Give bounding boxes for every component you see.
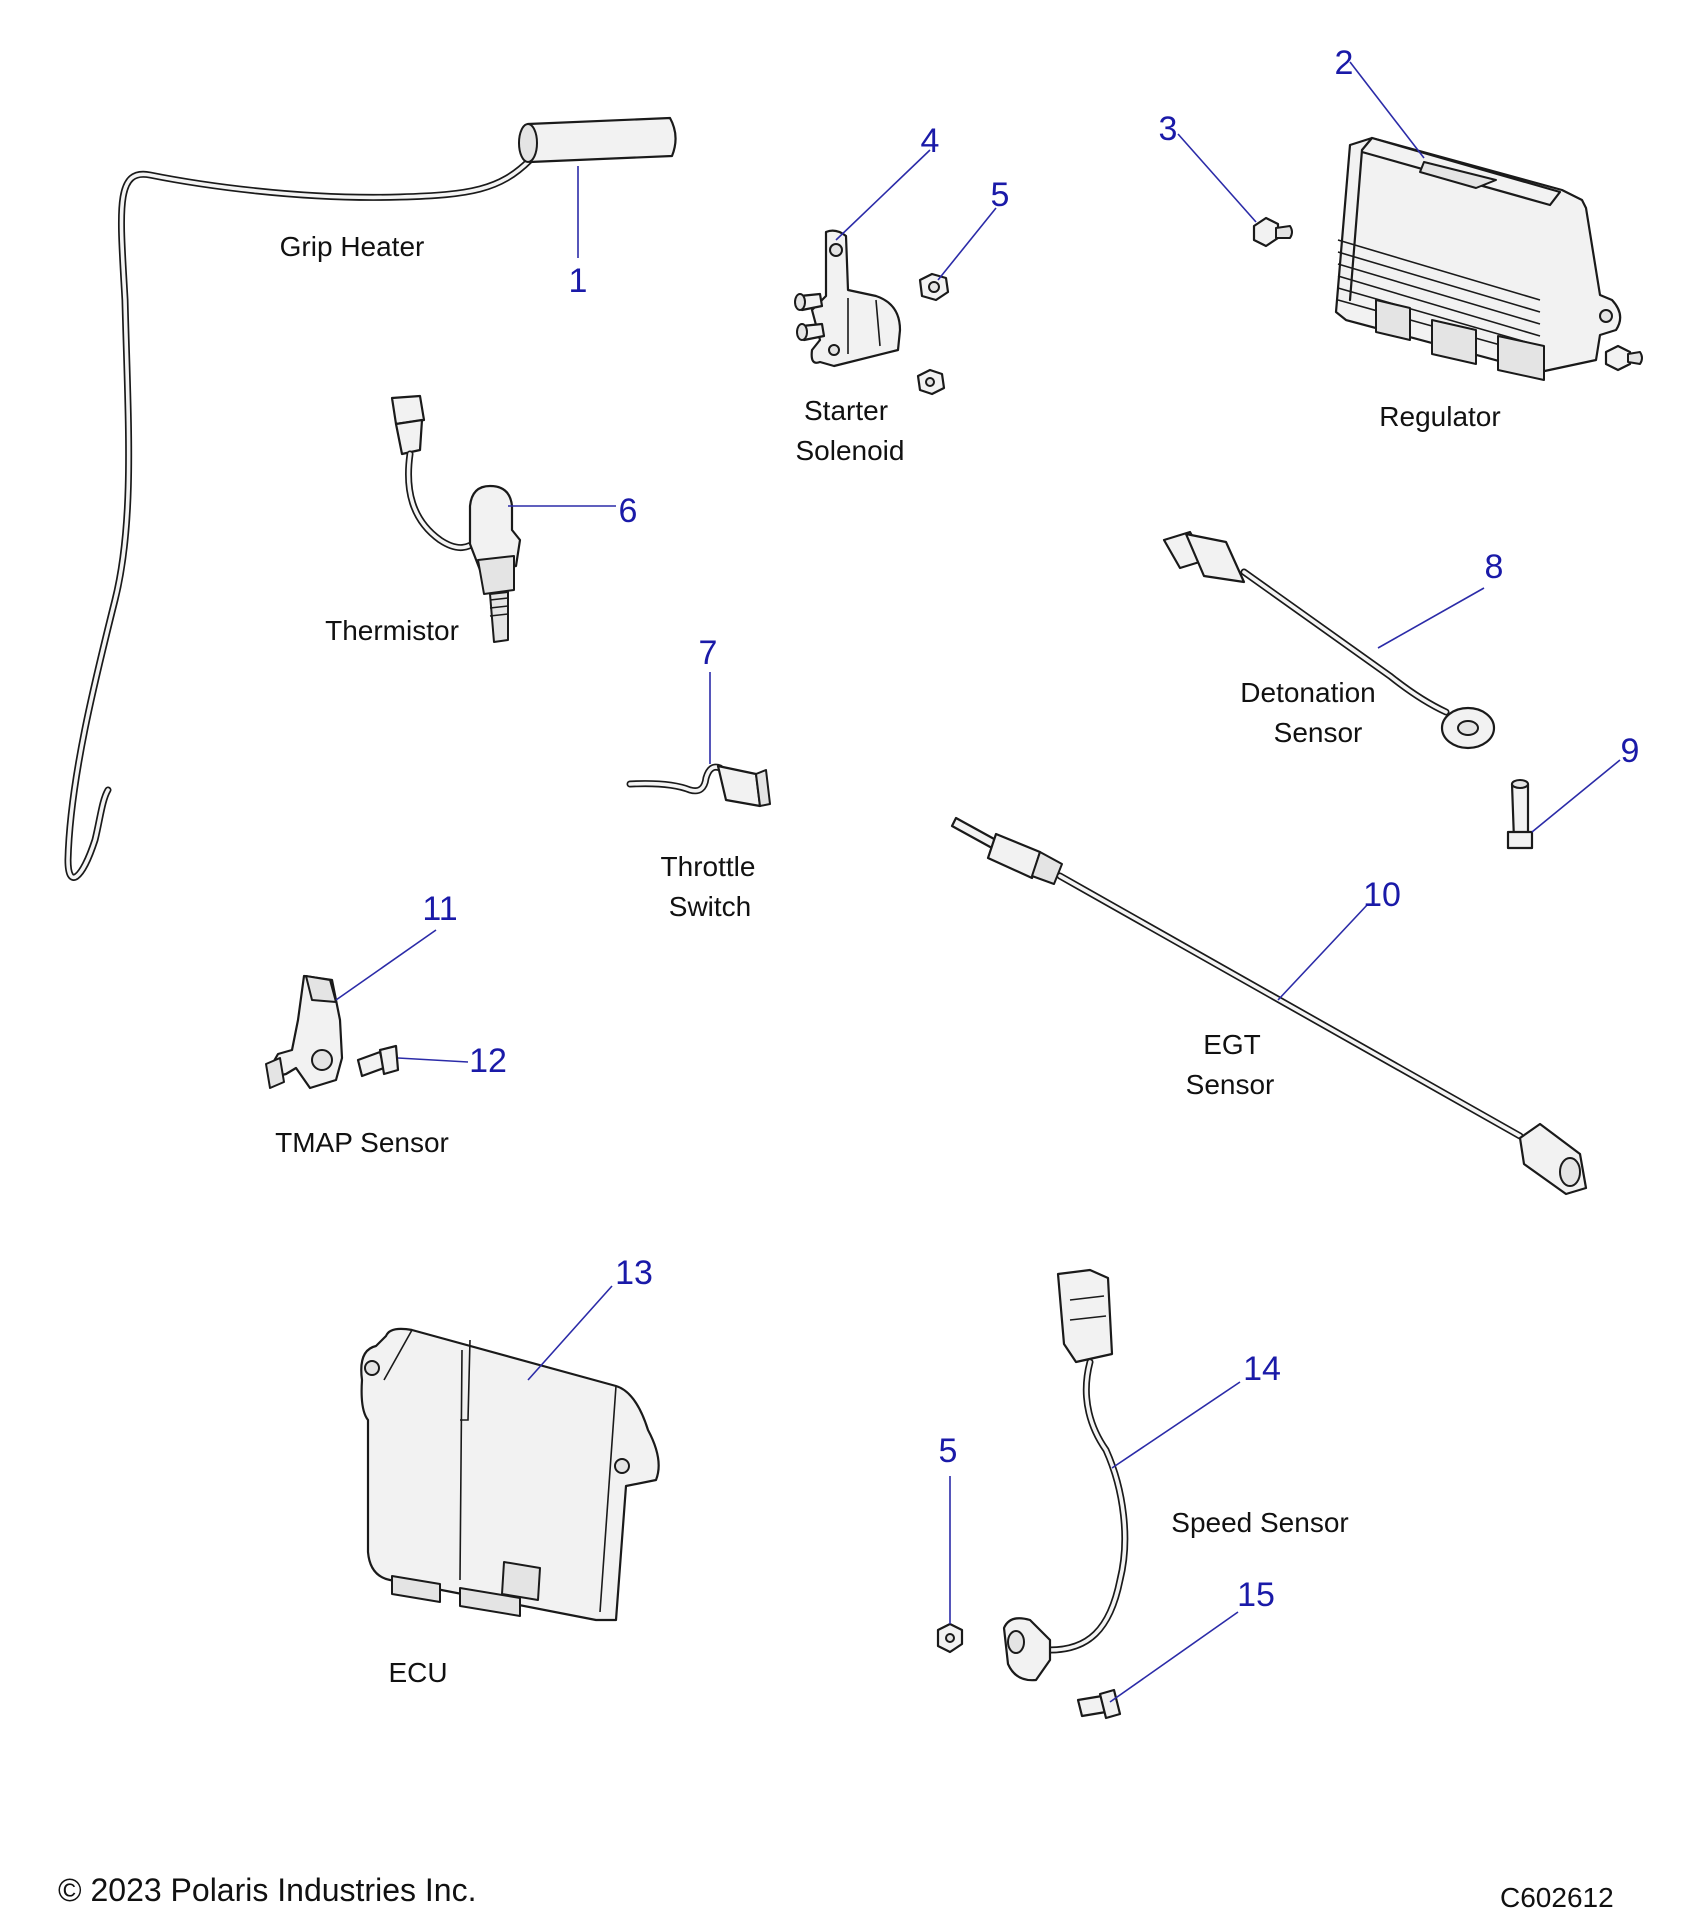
label-grip-heater: Grip Heater bbox=[280, 231, 425, 262]
callout-9: 9 bbox=[1621, 732, 1640, 770]
thermistor-part bbox=[390, 394, 522, 643]
screw-3-part bbox=[1252, 216, 1293, 248]
callout-2: 2 bbox=[1335, 44, 1354, 82]
tmap-sensor-part bbox=[265, 974, 344, 1090]
callout-12: 12 bbox=[469, 1042, 507, 1080]
ecu-part bbox=[360, 1327, 660, 1622]
nut-5b-part bbox=[936, 1622, 964, 1654]
leader-5 bbox=[937, 207, 997, 281]
callout-6: 6 bbox=[619, 492, 638, 530]
drawing-number: C602612 bbox=[1500, 1882, 1614, 1913]
label-regulator: Regulator bbox=[1379, 401, 1500, 432]
callout-5b: 5 bbox=[939, 1432, 958, 1470]
regulator-screw-part bbox=[1604, 344, 1643, 372]
callout-4: 4 bbox=[921, 122, 940, 160]
copyright-notice: © 2023 Polaris Industries Inc. bbox=[58, 1872, 477, 1908]
leader-14 bbox=[1111, 1381, 1241, 1469]
leader-11 bbox=[335, 929, 437, 1001]
leader-4 bbox=[835, 149, 931, 241]
speed-sensor-part bbox=[1002, 1268, 1129, 1682]
leader-12 bbox=[397, 1057, 469, 1063]
label-starter-solenoid-line1: Starter bbox=[804, 395, 888, 426]
label-detonation-sensor-line2: Sensor bbox=[1274, 717, 1363, 748]
egt-sensor-part bbox=[950, 816, 1588, 1196]
detonation-sensor-part bbox=[1162, 530, 1496, 750]
label-egt-sensor-line2: Sensor bbox=[1186, 1069, 1275, 1100]
bolt-12-part bbox=[356, 1044, 400, 1078]
bolt-9-part bbox=[1506, 779, 1534, 850]
label-speed-sensor: Speed Sensor bbox=[1171, 1507, 1348, 1538]
throttle-switch-part bbox=[626, 763, 771, 808]
callout-15: 15 bbox=[1237, 1576, 1275, 1614]
leader-13 bbox=[527, 1285, 613, 1381]
callout-14: 14 bbox=[1243, 1350, 1281, 1388]
callout-8: 8 bbox=[1485, 548, 1504, 586]
leader-3 bbox=[1177, 133, 1257, 223]
leader-10 bbox=[1277, 903, 1369, 1001]
leader-15 bbox=[1109, 1611, 1239, 1703]
grip-heater-part bbox=[64, 116, 677, 881]
label-detonation-sensor-line1: Detonation bbox=[1240, 677, 1375, 708]
callout-5: 5 bbox=[991, 176, 1010, 214]
callout-7: 7 bbox=[699, 634, 718, 672]
label-ecu: ECU bbox=[388, 1657, 447, 1688]
label-egt-sensor-line1: EGT bbox=[1203, 1029, 1261, 1060]
nut-5-part bbox=[916, 272, 950, 396]
leader-2 bbox=[1349, 61, 1425, 159]
starter-solenoid-part bbox=[794, 229, 902, 368]
leader-9 bbox=[1531, 759, 1621, 833]
callout-1: 1 bbox=[569, 262, 588, 300]
label-thermistor: Thermistor bbox=[325, 615, 459, 646]
callout-3: 3 bbox=[1159, 110, 1178, 148]
callout-11: 11 bbox=[422, 890, 457, 928]
regulator-part bbox=[1334, 136, 1622, 381]
leader-8 bbox=[1377, 587, 1485, 649]
label-starter-solenoid-line2: Solenoid bbox=[796, 435, 905, 466]
label-throttle-switch-line2: Switch bbox=[669, 891, 751, 922]
bolt-15-part bbox=[1076, 1688, 1122, 1720]
callout-10: 10 bbox=[1363, 876, 1401, 914]
callout-13: 13 bbox=[615, 1254, 653, 1292]
label-tmap-sensor: TMAP Sensor bbox=[275, 1127, 449, 1158]
label-throttle-switch-line1: Throttle bbox=[661, 851, 756, 882]
